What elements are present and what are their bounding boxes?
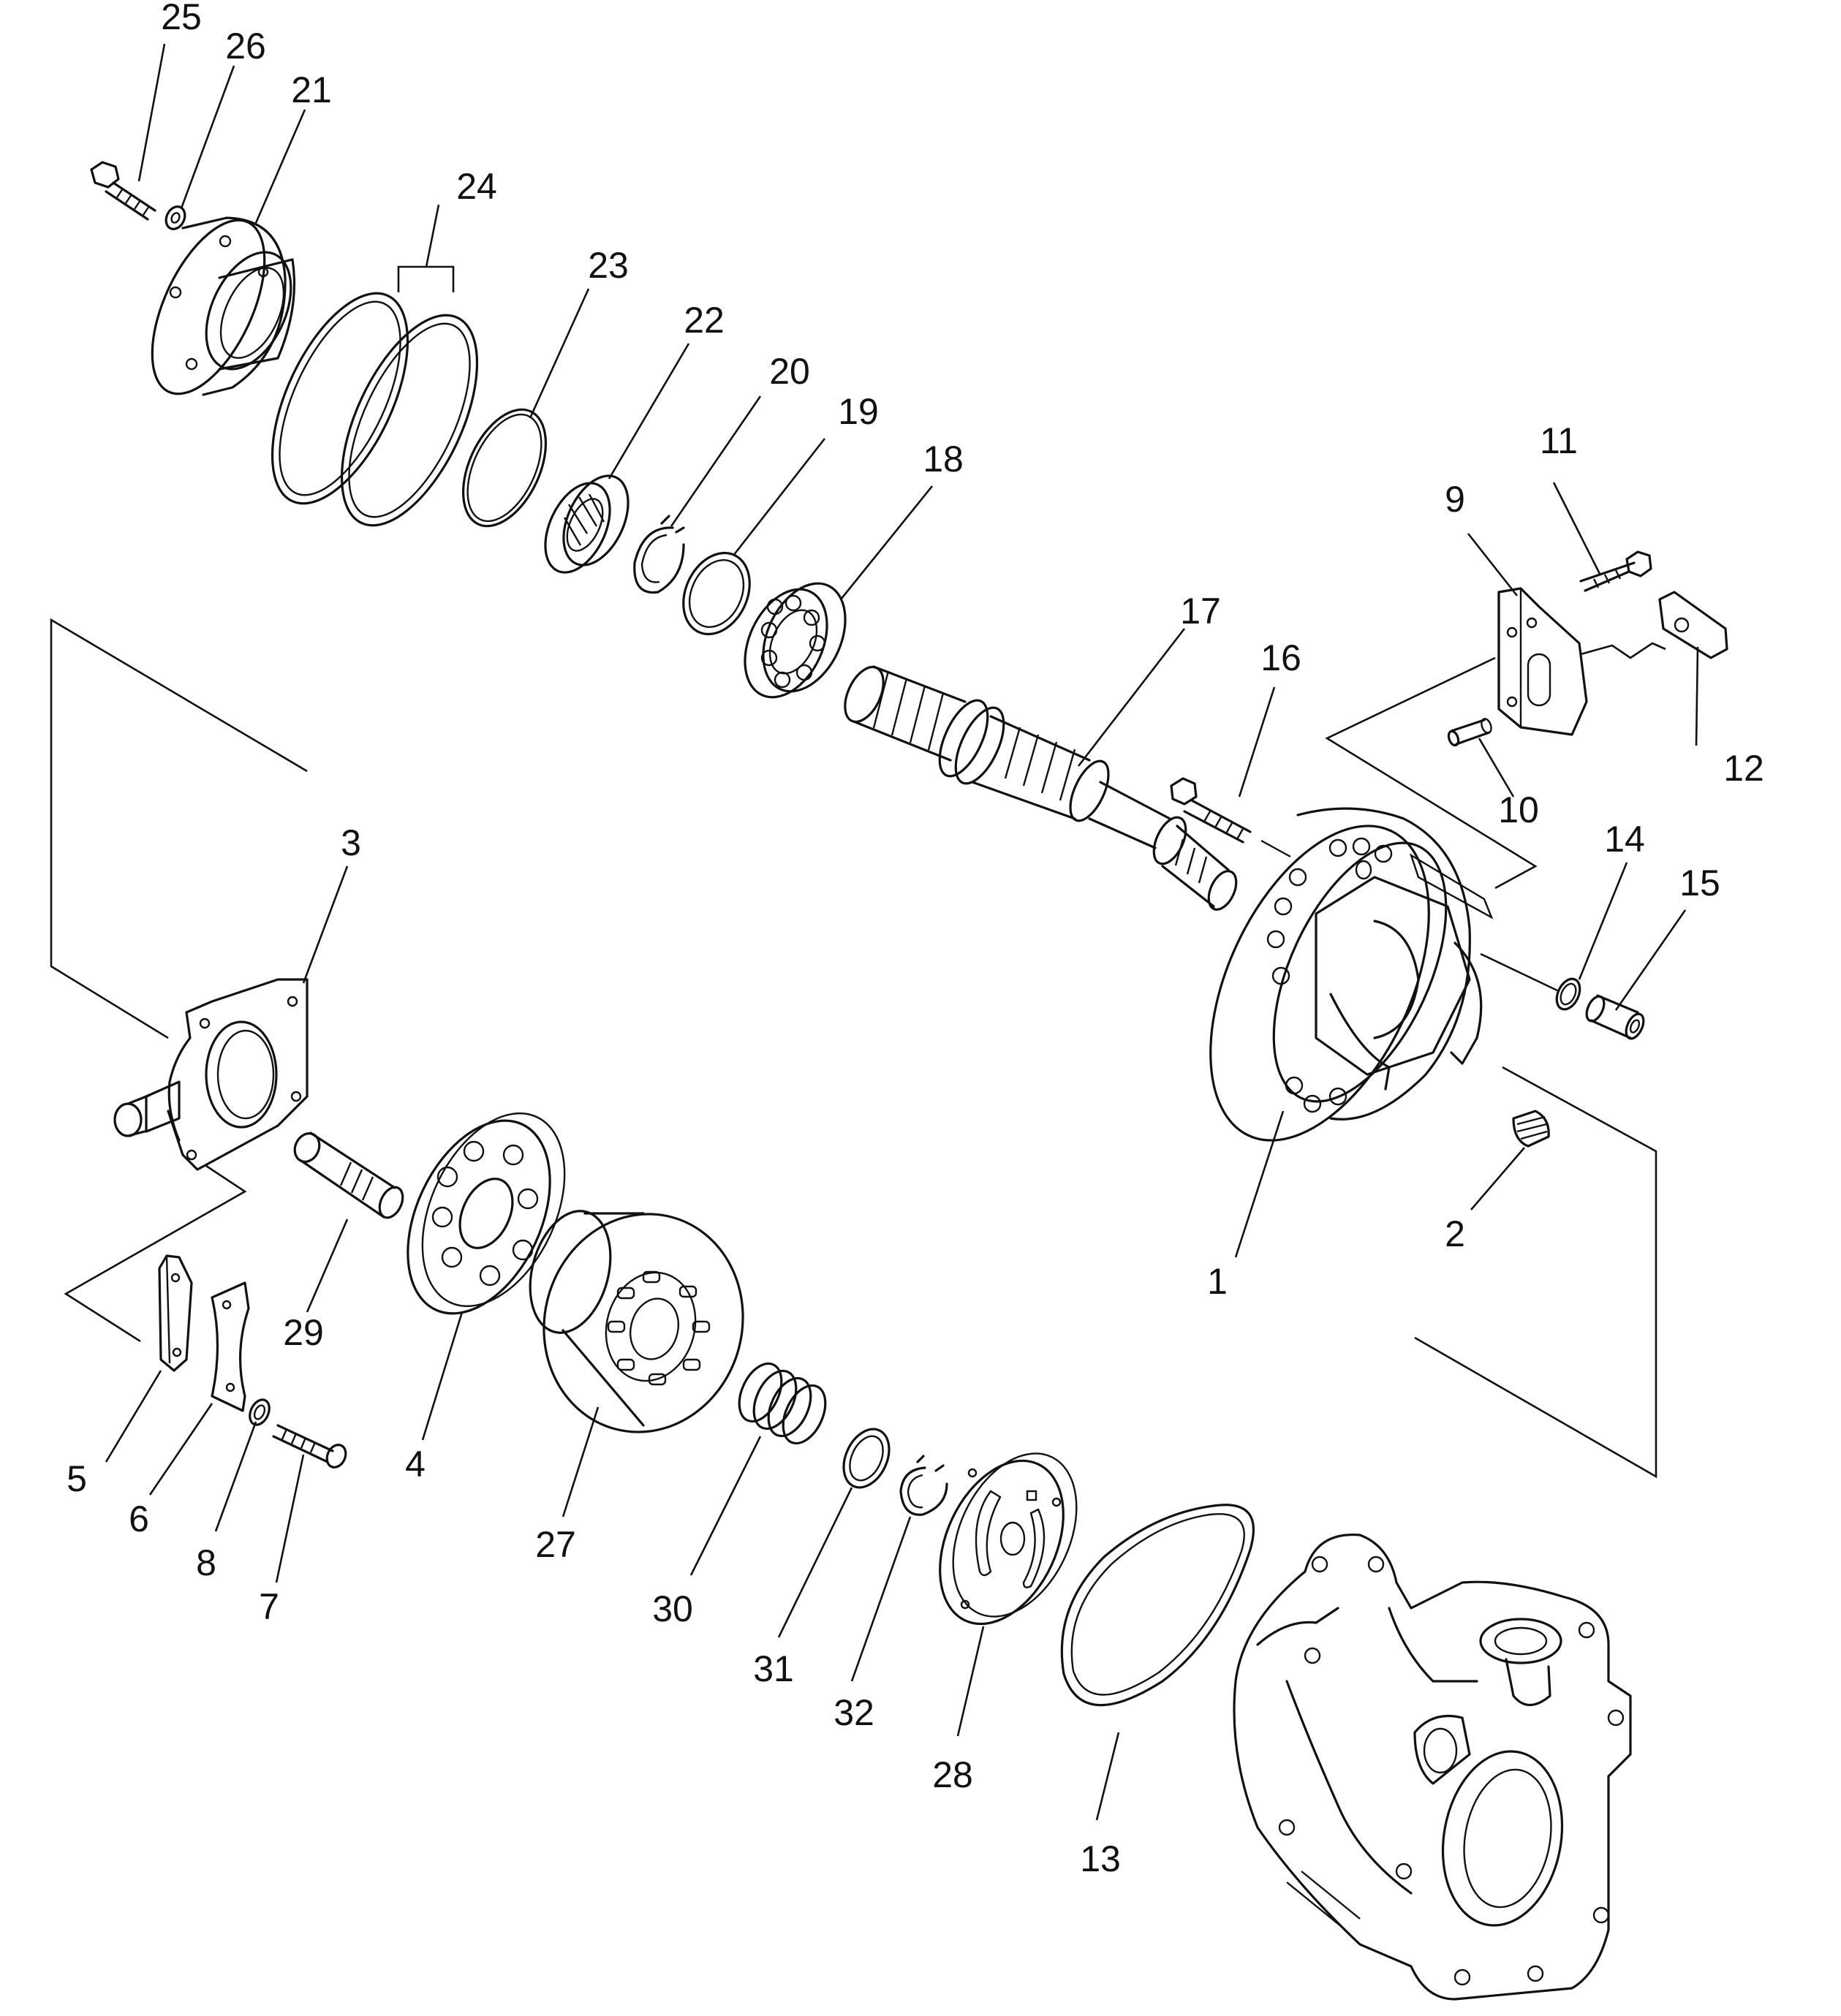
part-10-pin	[1447, 718, 1492, 747]
part-12-clip	[1658, 591, 1728, 659]
part-17-shaft	[844, 665, 1238, 911]
part-13-o-ring	[1060, 1504, 1255, 1707]
part-28-valve-plate	[939, 1452, 1078, 1626]
part-16-bolt	[1170, 777, 1291, 858]
part-2-plug	[1512, 1110, 1550, 1148]
label-1: 1	[1207, 1261, 1228, 1302]
part-30-spring	[738, 1362, 827, 1445]
label-25: 25	[161, 0, 202, 37]
assembly-lines	[50, 618, 1666, 1479]
part-20-snap-ring	[633, 515, 685, 594]
label-10: 10	[1498, 789, 1539, 830]
part-3-cradle	[113, 978, 309, 1171]
part-15-sleeve	[1585, 994, 1645, 1040]
part-21-flange-housing	[151, 216, 296, 396]
label-13: 13	[1080, 1838, 1121, 1879]
label-16: 16	[1260, 637, 1301, 678]
label-15: 15	[1679, 863, 1720, 903]
part-5-shoe	[158, 1254, 193, 1372]
label-11: 11	[1540, 420, 1578, 461]
pump-housing	[1233, 1533, 1632, 2001]
label-8: 8	[196, 1542, 216, 1583]
label-26: 26	[225, 26, 266, 67]
label-4: 4	[405, 1444, 426, 1485]
part-23-o-ring	[461, 408, 548, 528]
label-2: 2	[1445, 1213, 1465, 1254]
label-23: 23	[588, 245, 629, 286]
label-29: 29	[283, 1312, 324, 1353]
label-30: 30	[652, 1588, 693, 1629]
part-27-cylinder-block	[529, 1210, 744, 1433]
part-18-ball-bearing	[744, 582, 847, 699]
label-19: 19	[838, 391, 879, 432]
label-24: 24	[456, 166, 497, 207]
label-17: 17	[1180, 591, 1221, 632]
label-6: 6	[129, 1498, 149, 1539]
part-8-washer	[249, 1398, 271, 1426]
part-9-bracket	[1497, 587, 1588, 736]
part-29-ball-guide	[293, 1132, 404, 1219]
part-1-swash-body	[1209, 807, 1494, 1142]
label-14: 14	[1604, 819, 1645, 860]
part-labels: 25 26 21 24 23 22 20 19 18 17 16 9 11 12…	[67, 0, 1764, 1879]
label-32: 32	[833, 1692, 874, 1733]
label-21: 21	[291, 69, 332, 110]
leader-lines	[105, 43, 1699, 1821]
part-26-washer	[165, 205, 186, 230]
label-22: 22	[684, 300, 725, 341]
label-20: 20	[769, 351, 810, 392]
label-5: 5	[67, 1458, 87, 1499]
part-7-bolt	[272, 1424, 347, 1469]
part-19-washer	[682, 551, 751, 636]
label-3: 3	[341, 822, 361, 863]
part-6-guide	[211, 1281, 250, 1412]
part-24-rings	[271, 292, 479, 527]
label-31: 31	[753, 1648, 794, 1689]
part-25-bolt	[90, 161, 156, 221]
part-22-roller-bearing	[544, 474, 630, 574]
label-7: 7	[259, 1586, 279, 1627]
label-12: 12	[1723, 748, 1764, 789]
label-28: 28	[932, 1754, 973, 1795]
part-4-retainer-plate	[407, 1112, 566, 1315]
part-11-bolt	[1579, 550, 1652, 592]
label-27: 27	[535, 1524, 576, 1565]
label-9: 9	[1445, 479, 1465, 520]
label-18: 18	[923, 439, 964, 480]
part-31-washer	[842, 1428, 891, 1489]
part-14-o-ring	[1555, 977, 1581, 1011]
part-32-snap-ring	[899, 1455, 948, 1516]
